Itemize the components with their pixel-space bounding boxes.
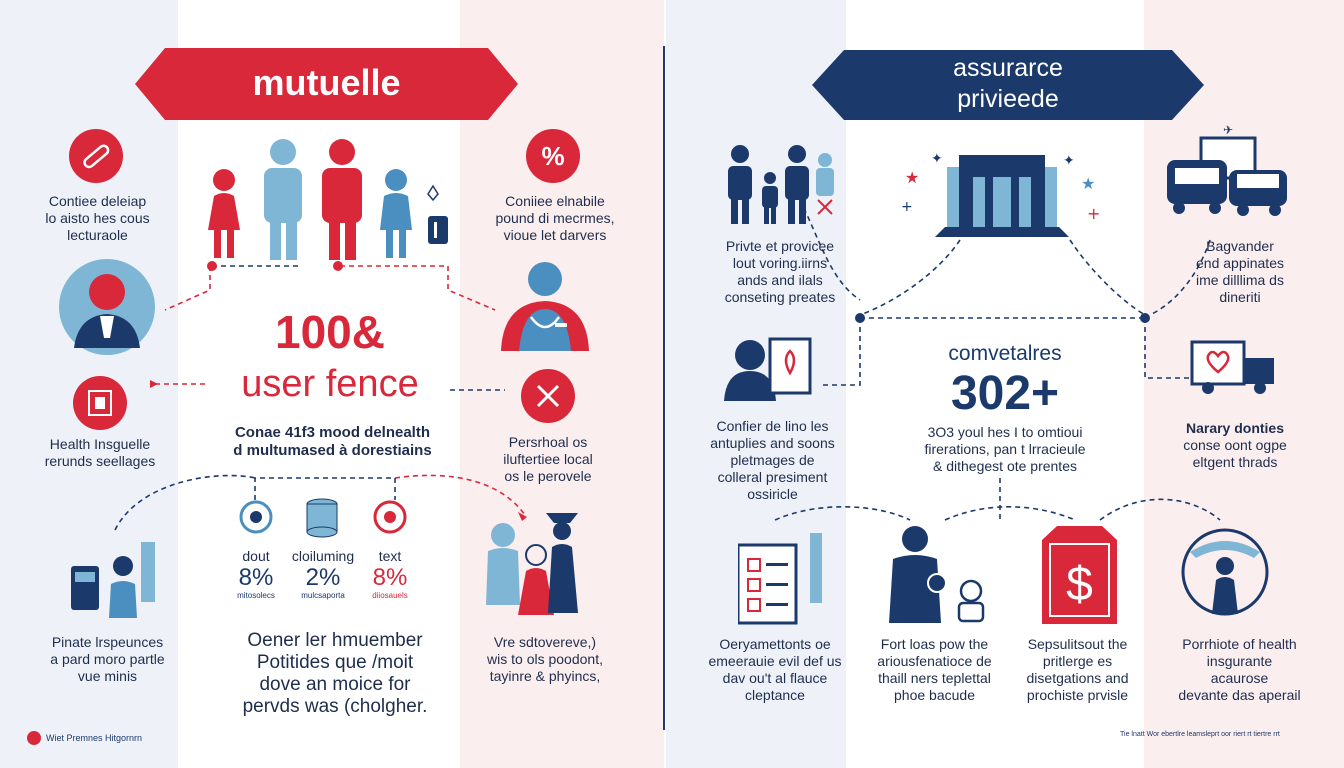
health-text: Health Insguelle rerunds seellages <box>44 436 156 469</box>
stat-dout: dout 8% mitosolecs <box>237 548 275 600</box>
person-document-icon <box>724 337 812 401</box>
assurance-banner <box>812 50 1204 120</box>
right-stat-text: 3O3 youl hes I to omtioui firerations, p… <box>924 424 1086 474</box>
right-stat-title: comvetalres <box>948 342 1062 365</box>
protection-circle-icon <box>1181 528 1269 616</box>
bottom-center-text: Oener ler hmuember Potitides que /moit d… <box>242 630 428 717</box>
left-center-band <box>178 0 460 768</box>
svg-text:★: ★ <box>1081 174 1095 193</box>
left-big-subtitle: user fence <box>241 363 419 405</box>
right-center-band <box>846 0 1144 768</box>
bottom-text-3: Sepsulitsout the pritlerge es disetgatio… <box>1026 636 1129 703</box>
family-text: Privte et provicee lout voring.iirns and… <box>724 238 836 305</box>
health-doc-icon <box>73 376 127 430</box>
mutuelle-banner <box>135 48 518 120</box>
center-divider <box>663 46 665 730</box>
svg-text:$: $ <box>1066 558 1093 611</box>
left-footer: Wiet Premnes Hitgornrn <box>46 733 143 743</box>
people-group-icon <box>208 139 448 260</box>
stat-coins-icon <box>306 498 338 538</box>
right-footer: Tie lnatt Wor ebertlre leamsleprt oor ri… <box>1120 731 1280 738</box>
delivery-truck-icon <box>1190 340 1274 394</box>
bottom-text-4: Porrhiote of health insgurante acaurose … <box>1178 636 1301 703</box>
person-child-icon <box>889 526 985 623</box>
left-big-number: 100& <box>275 306 385 358</box>
stat-cloiluming: cloiluming 2% mulcsaporta <box>291 548 355 600</box>
left-mid-text: Conae 41f3 mood delnealth d multumased à… <box>233 424 432 459</box>
svg-text:+: + <box>1087 204 1100 223</box>
bottom-text-1: Oeryamettonts oe emeerauie evil def us d… <box>708 636 842 703</box>
narary-text: Narary donties conse oont ogpe eltgent t… <box>1183 420 1287 470</box>
doctor-avatar-icon <box>501 262 589 351</box>
personal-text: Persrhoal os iluftertiee local os le per… <box>503 434 593 484</box>
top-left-text: Contiee deleiap lo aisto hes cous lectur… <box>45 193 150 243</box>
svg-text:★: ★ <box>905 168 919 187</box>
confer-text: Confier de lino les antuplies and soons … <box>710 418 835 502</box>
assurance-banner-title: assurarce privieede <box>953 54 1063 113</box>
building-icon: ✦ ★ + ✦ ★ + <box>901 151 1100 237</box>
price-tag-icon: $ <box>1042 526 1117 624</box>
svg-text:✦: ✦ <box>1063 153 1075 169</box>
stat-shield-icon <box>373 500 407 534</box>
footer-logo-icon <box>27 731 41 745</box>
top-right-text: Coniiee elnabile pound di mecrmes, vioue… <box>495 193 615 243</box>
svg-text:+: + <box>901 199 913 215</box>
bottom-text-2: Fort loas pow the ariousfenatioce de tha… <box>877 636 992 703</box>
checklist-icon <box>738 529 824 625</box>
svg-text:%: % <box>541 141 564 171</box>
businessman-avatar-icon <box>59 259 155 355</box>
svg-text:✦: ✦ <box>931 151 943 167</box>
right-stat-number: 302+ <box>950 367 1060 420</box>
svg-text:✈: ✈ <box>1223 123 1233 137</box>
pill-icon <box>69 129 123 183</box>
doctor-patient-icon <box>486 513 578 615</box>
mutuelle-banner-title: mutuelle <box>252 62 401 103</box>
family-icon <box>728 145 834 224</box>
percent-icon: % <box>526 129 580 183</box>
close-x-icon <box>521 369 575 423</box>
stat-text: text 8% diiosauels <box>372 548 408 600</box>
bottom-right-text: Vre sdtovereve,) wis to ols poodont, tay… <box>487 634 603 684</box>
bottom-left-text: Pinate lrspeunces a pard moro partle vue… <box>50 634 165 684</box>
vehicles-icon: ✈ <box>1167 123 1287 216</box>
person-machine-icon <box>71 542 155 618</box>
stat-gear-icon <box>239 500 273 534</box>
car-text: Bagvander end appinates ime dilllima ds … <box>1196 238 1284 305</box>
